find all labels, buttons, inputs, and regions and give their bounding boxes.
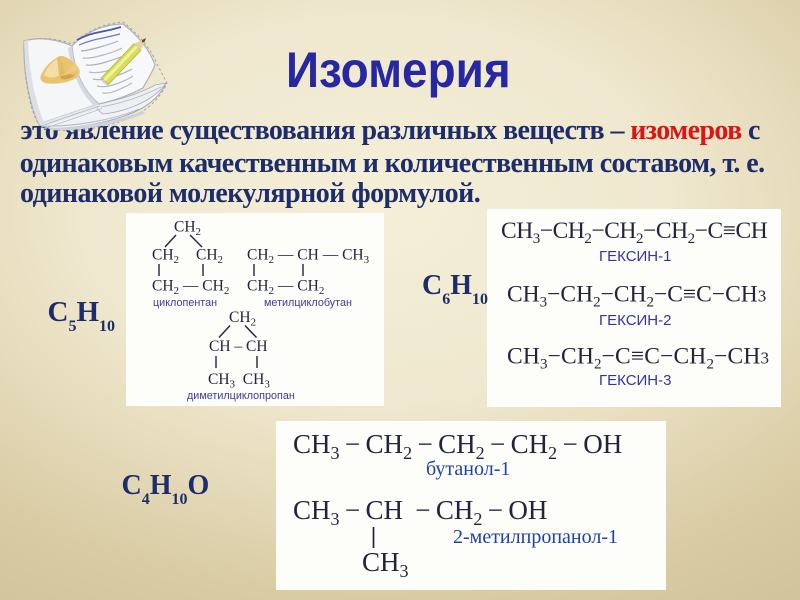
svg-text:ГЕКСИН-1: ГЕКСИН-1	[599, 248, 671, 265]
svg-text:CH3: CH3	[362, 547, 409, 581]
svg-text:CH3 − CH − CH2 − OH: CH3 − CH − CH2 − OH	[293, 495, 547, 529]
svg-text:CH2 — CH2: CH2 — CH2	[152, 278, 229, 298]
svg-text:CH3−CH2−CH2−C≡C−CH3: CH3−CH2−CH2−C≡C−CH3	[507, 282, 766, 311]
svg-text:CH2: CH2	[229, 309, 256, 329]
svg-text:CH2: CH2	[174, 219, 201, 239]
svg-text:циклопентан: циклопентан	[153, 297, 217, 309]
svg-text:ГЕКСИН-3: ГЕКСИН-3	[599, 372, 671, 389]
svg-text:ГЕКСИН-2: ГЕКСИН-2	[599, 312, 671, 329]
svg-text:диметилциклопропан: диметилциклопропан	[187, 390, 295, 402]
svg-text:CH3−CH2−CH2−CH2−C≡CH: CH3−CH2−CH2−CH2−C≡CH	[501, 218, 768, 247]
svg-text:CH3 − CH2 − CH2 − CH2 − OH: CH3 − CH2 − CH2 − CH2 − OH	[293, 429, 622, 463]
svg-text:CH2 — CH — CH3: CH2 — CH — CH3	[247, 247, 370, 267]
svg-text:CH – CH: CH – CH	[209, 338, 268, 355]
svg-text:бутанол-1: бутанол-1	[426, 458, 510, 480]
svg-text:CH3−CH2−C≡C−CH2−CH3: CH3−CH2−C≡C−CH2−CH3	[507, 344, 769, 373]
svg-text:CH2: CH2	[196, 247, 223, 267]
svg-text:2-метилпропанол-1: 2-метилпропанол-1	[453, 526, 618, 548]
svg-text:CH3 CH3: CH3 CH3	[208, 371, 270, 391]
svg-text:метилциклобутан: метилциклобутан	[264, 297, 352, 309]
svg-text:CH2 — CH2: CH2 — CH2	[247, 278, 324, 298]
svg-text:CH2: CH2	[152, 247, 179, 267]
